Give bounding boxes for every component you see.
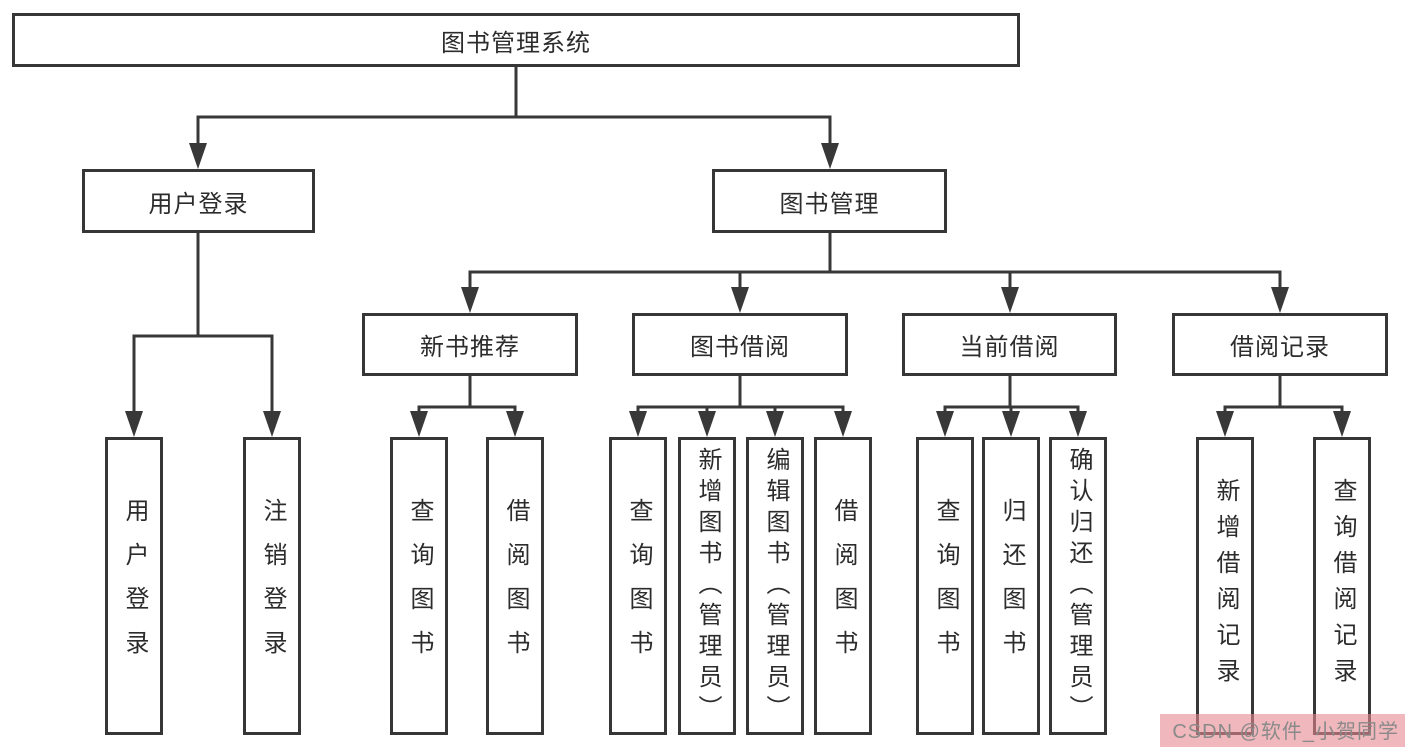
leaf-query-books-current: 查询图书 xyxy=(916,437,974,735)
node-label: 新书推荐 xyxy=(420,334,520,361)
leaf-user-login: 用户登录 xyxy=(105,437,163,735)
node-book-borrow: 图书借阅 xyxy=(632,313,848,376)
leaf-logout: 注销登录 xyxy=(243,437,301,735)
leaf-borrow-books-recommend: 借阅图书 xyxy=(486,437,544,735)
node-label: 查询借阅记录 xyxy=(1329,478,1356,694)
node-label: 查询图书 xyxy=(932,498,959,674)
leaf-query-borrow-record: 查询借阅记录 xyxy=(1313,437,1371,735)
node-borrow-records: 借阅记录 xyxy=(1172,313,1388,376)
node-label: 确认归还（管理员） xyxy=(1065,446,1092,726)
node-label: 归还图书 xyxy=(998,498,1025,674)
node-label: 借阅图书 xyxy=(830,498,857,674)
node-book-management: 图书管理 xyxy=(712,169,947,233)
leaf-add-borrow-record: 新增借阅记录 xyxy=(1196,437,1254,735)
node-label: 用户登录 xyxy=(121,498,148,674)
leaf-edit-books-admin: 编辑图书（管理员） xyxy=(746,437,804,735)
node-label: 查询图书 xyxy=(406,498,433,674)
node-current-borrow: 当前借阅 xyxy=(902,313,1117,376)
node-label: 当前借阅 xyxy=(959,334,1060,361)
node-label: 编辑图书（管理员） xyxy=(762,446,789,726)
csdn-watermark: CSDN @软件_小贺同学 xyxy=(1160,714,1405,747)
leaf-confirm-return-admin: 确认归还（管理员） xyxy=(1049,437,1107,735)
node-new-book-recommend: 新书推荐 xyxy=(362,313,578,376)
node-book-management-system: 图书管理系统 xyxy=(12,13,1020,67)
node-label: 新增借阅记录 xyxy=(1212,478,1239,694)
leaf-borrow-books: 借阅图书 xyxy=(814,437,872,735)
leaf-query-books-borrow: 查询图书 xyxy=(609,437,667,735)
node-label: 新增图书（管理员） xyxy=(694,446,721,726)
node-label: 图书借阅 xyxy=(690,334,790,361)
node-label: 查询图书 xyxy=(625,498,652,674)
leaf-query-books-recommend: 查询图书 xyxy=(390,437,448,735)
node-label: 用户登录 xyxy=(148,190,249,218)
leaf-add-books-admin: 新增图书（管理员） xyxy=(678,437,736,735)
node-label: 借阅图书 xyxy=(502,498,529,674)
node-user-login: 用户登录 xyxy=(82,169,315,233)
leaf-return-books: 归还图书 xyxy=(982,437,1040,735)
node-label: 图书管理系统 xyxy=(441,29,591,57)
node-label: 图书管理 xyxy=(779,190,880,218)
node-label: 借阅记录 xyxy=(1230,334,1330,361)
watermark-text: CSDN @软件_小贺同学 xyxy=(1172,721,1399,743)
node-label: 注销登录 xyxy=(259,498,286,674)
